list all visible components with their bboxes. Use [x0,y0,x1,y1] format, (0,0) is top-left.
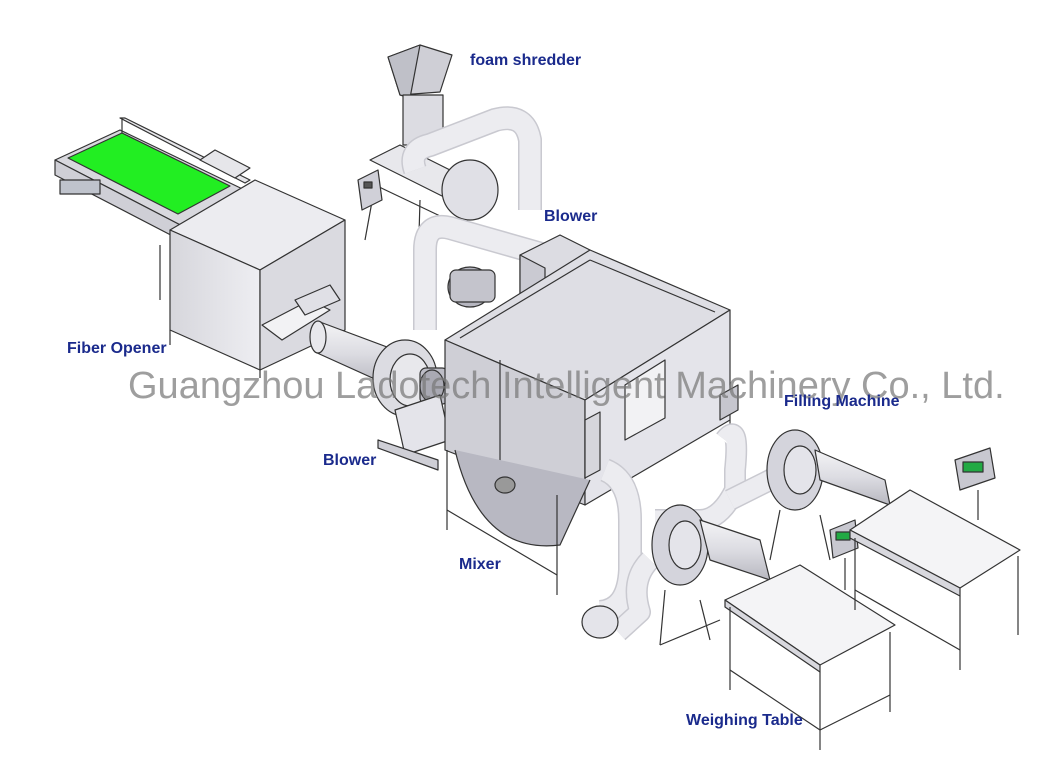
label-blower-top: Blower [544,208,598,225]
bottom-blower [372,339,451,471]
filling-machine-2 [766,429,891,561]
company-watermark: Guangzhou Ladotech Intelligent Machinery… [128,365,1005,407]
label-mixer: Mixer [459,556,501,573]
weighing-table-1 [724,519,896,750]
label-fiber-opener: Fiber Opener [67,340,167,357]
mixer [444,249,739,595]
weighing-table-2 [849,447,1021,670]
label-weighing-table: Weighing Table [686,712,803,729]
fiber-opener [54,117,346,378]
label-filling-machine: Filling Machine [784,393,900,410]
label-foam-shredder: foam shredder [470,52,582,69]
foam-shredder [357,44,499,271]
filling-machine-1 [651,504,771,646]
label-blower-bottom: Blower [323,452,377,469]
